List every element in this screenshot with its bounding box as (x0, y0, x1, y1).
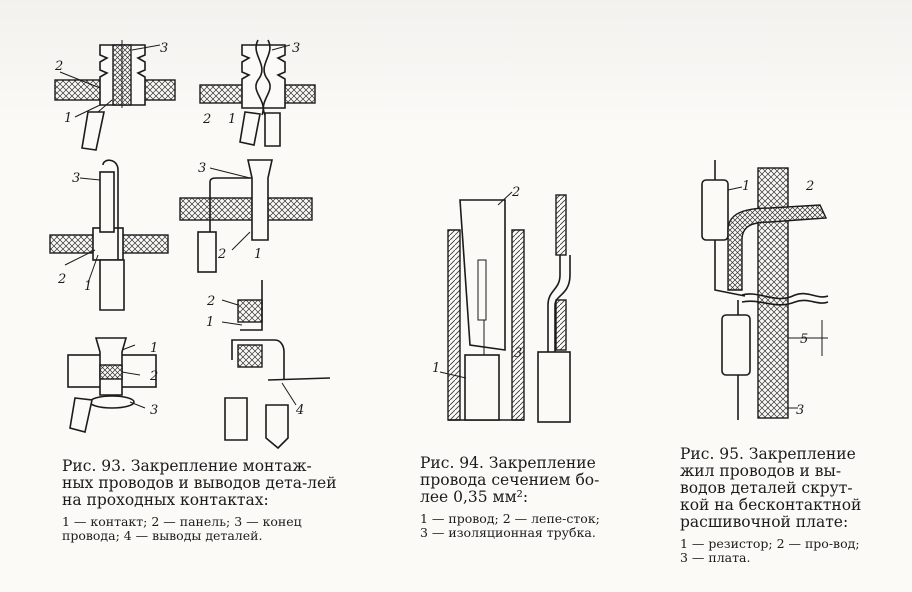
figure-95-caption: Рис. 95. Закрепление жил проводов и вы-в… (680, 446, 870, 565)
fig93-contact-f (221, 280, 331, 450)
fig93-label-3a: 3 (160, 41, 168, 56)
fig93-label-1f: 1 (206, 315, 214, 330)
fig93-label-1a: 1 (64, 111, 72, 126)
fig93-label-3e: 3 (150, 403, 158, 418)
fig95-label-1: 1 (742, 179, 750, 194)
fig95-wire (727, 204, 829, 306)
fig94-label-1: 1 (432, 361, 440, 376)
scan-shadow (0, 0, 912, 130)
fig93-label-1e: 1 (150, 341, 158, 356)
fig95-resistor (701, 160, 751, 420)
figure-93-legend: 1 — контакт; 2 — панель; 3 — конец прово… (62, 514, 302, 543)
fig93-label-2a: 2 (54, 59, 63, 74)
fig93-label-2f: 2 (206, 294, 215, 309)
figure-94-legend: 1 — провод; 2 — лепе-сток; 3 — изоляцион… (420, 511, 600, 540)
fig93-contact-b (199, 39, 316, 147)
figure-94-caption: Рис. 94. Закрепление провода сечением бо… (420, 455, 610, 540)
fig94-label-3: 3 (514, 346, 522, 361)
fig95-label-3: 3 (796, 403, 804, 418)
fig93-label-3b: 3 (292, 41, 300, 56)
fig93-contact-e (67, 337, 157, 433)
fig93-label-3c: 3 (72, 171, 80, 186)
fig93-label-2e: 2 (149, 369, 158, 384)
fig94-label-2: 2 (511, 185, 520, 200)
fig93-label-2b: 2 (202, 112, 211, 127)
fig94-side (537, 194, 571, 423)
fig93-label-4f: 4 (295, 403, 304, 418)
fig93-contact-c (49, 159, 169, 311)
figure-95-title: Рис. 95. Закрепление жил проводов и вы-в… (680, 445, 862, 531)
fig94-tube (447, 199, 525, 421)
fig93-label-2c: 2 (57, 272, 66, 287)
fig95-label-5: 5 (800, 332, 808, 347)
fig93-label-1c: 1 (84, 279, 92, 294)
figure-93-caption: Рис. 93. Закрепление монтаж-ных проводов… (62, 458, 337, 543)
fig93-label-1d: 1 (254, 247, 262, 262)
fig95-label-2: 2 (805, 179, 814, 194)
fig93-label-2d: 2 (217, 247, 226, 262)
fig93-contact-a (54, 40, 176, 151)
figure-93-title: Рис. 93. Закрепление монтаж-ных проводов… (62, 457, 337, 509)
fig93-contact-d (179, 159, 313, 273)
fig93-label-3d: 3 (198, 161, 206, 176)
fig93-label-1b: 1 (228, 112, 236, 127)
figure-94-title: Рис. 94. Закрепление провода сечением бо… (420, 454, 600, 506)
fig95-board (757, 167, 789, 419)
figure-95-legend: 1 — резистор; 2 — про-вод; 3 — плата. (680, 536, 860, 565)
